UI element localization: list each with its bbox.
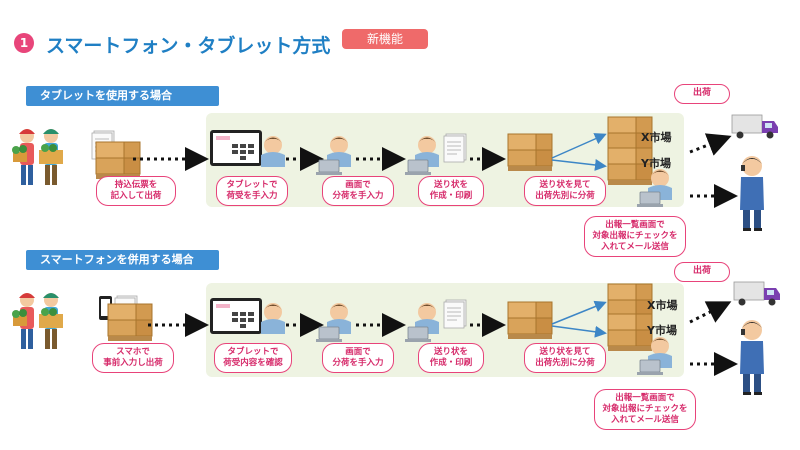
laptop-icon bbox=[315, 159, 343, 176]
operator-icon bbox=[261, 136, 285, 167]
laptop-icon bbox=[636, 359, 664, 376]
delivery-truck-icon bbox=[733, 281, 781, 306]
caption-screen-sorting: 画面で分荷を手入力 bbox=[322, 176, 394, 206]
market-y-boxes-icon bbox=[607, 313, 653, 352]
market-x-label: X市場 bbox=[647, 299, 678, 312]
section-title-tablet: タブレットを使用する場合 bbox=[26, 86, 219, 106]
caption-sort-by-destination: 送り状を見て出荷先別に分荷 bbox=[524, 343, 606, 373]
page-title: スマートフォン・タブレット方式 bbox=[46, 35, 331, 57]
market-staff-icon bbox=[740, 320, 764, 395]
shipping-bubble: 出荷 bbox=[674, 84, 730, 104]
caption-tablet-confirm: タブレットで荷受内容を確認 bbox=[214, 343, 292, 373]
caption-screen-sorting: 画面で分荷を手入力 bbox=[322, 343, 394, 373]
laptop-icon bbox=[315, 326, 343, 343]
laptop-icon bbox=[404, 159, 432, 176]
caption-sort-by-destination: 送り状を見て出荷先別に分荷 bbox=[524, 176, 606, 206]
delivery-truck-icon bbox=[731, 114, 779, 139]
market-staff-icon bbox=[740, 156, 764, 231]
caption-email-notify: 出報一覧画面で対象出報にチェックを入れてメール送信 bbox=[584, 216, 686, 257]
market-x-label: X市場 bbox=[641, 131, 672, 144]
caption-email-notify: 出報一覧画面で対象出報にチェックを入れてメール送信 bbox=[594, 389, 696, 430]
printed-slip-icon bbox=[443, 133, 467, 163]
caption-tablet-input: タブレットで荷受を手入力 bbox=[216, 176, 288, 206]
printed-slip-icon bbox=[443, 299, 467, 329]
section-title-smartphone: スマートフォンを併用する場合 bbox=[26, 250, 219, 270]
operator-icon bbox=[261, 303, 285, 334]
caption-farmer-shipping: 持込伝票を記入して出荷 bbox=[96, 176, 176, 206]
caption-slip-print: 送り状を作成・印刷 bbox=[418, 343, 484, 373]
shipping-bubble: 出荷 bbox=[674, 262, 730, 282]
market-y-label: Y市場 bbox=[647, 324, 677, 337]
farmers-illustration bbox=[12, 293, 63, 349]
new-feature-badge: 新機能 bbox=[342, 29, 428, 49]
step-number: 1 bbox=[14, 33, 34, 53]
caption-slip-print: 送り状を作成・印刷 bbox=[418, 176, 484, 206]
laptop-icon bbox=[404, 326, 432, 343]
laptop-icon bbox=[636, 191, 664, 208]
farmers-illustration bbox=[12, 129, 63, 185]
tablet-icon bbox=[210, 298, 262, 334]
market-y-label: Y市場 bbox=[641, 157, 671, 170]
produce-boxes-icon bbox=[107, 303, 153, 342]
sorting-boxes-icon bbox=[507, 133, 553, 172]
tablet-icon bbox=[210, 130, 262, 166]
caption-smartphone-preinput: スマホで事前入力し出荷 bbox=[92, 343, 174, 373]
sorting-boxes-icon bbox=[507, 301, 553, 340]
